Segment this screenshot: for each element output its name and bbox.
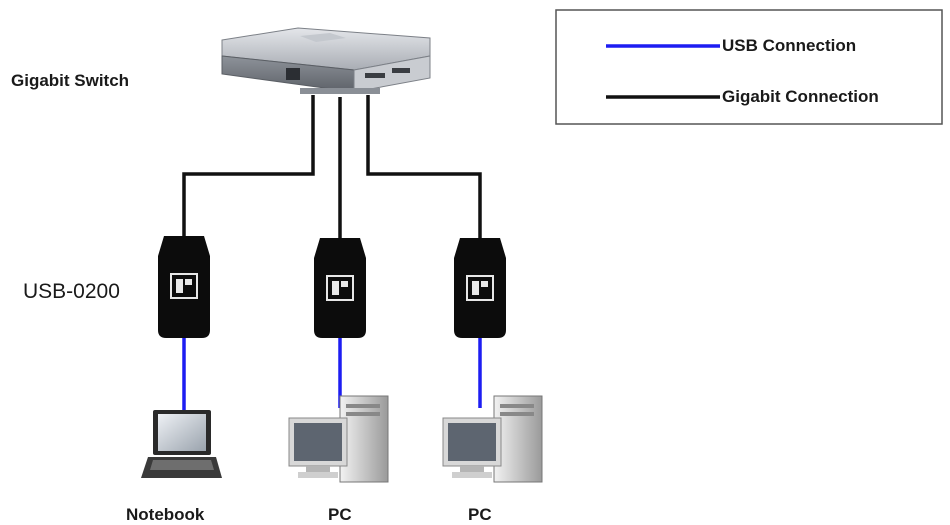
legend-gigabit-label: Gigabit Connection xyxy=(722,87,879,106)
pc-1-label: PC xyxy=(328,505,352,524)
usb-adapter-icon xyxy=(158,236,210,338)
legend: USB Connection Gigabit Connection xyxy=(555,9,943,125)
gigabit-connection-lines xyxy=(182,95,482,240)
switch-label: Gigabit Switch xyxy=(11,71,129,90)
adapter-label: USB-0200 xyxy=(23,280,120,303)
usb-adapter-icon xyxy=(454,238,506,338)
usb-connection-lines xyxy=(182,338,482,410)
usb-adapter-icon xyxy=(314,238,366,338)
legend-usb-label: USB Connection xyxy=(722,36,856,55)
pc-2-label: PC xyxy=(468,505,492,524)
notebook-label: Notebook xyxy=(126,505,205,524)
gigabit-line-to-adapter-1 xyxy=(182,95,315,238)
laptop-icon xyxy=(141,410,222,478)
desktop-pc-icon xyxy=(442,395,543,483)
desktop-pc-icon xyxy=(288,395,389,483)
gigabit-line-to-adapter-3 xyxy=(366,95,482,240)
network-switch-icon xyxy=(221,27,431,94)
